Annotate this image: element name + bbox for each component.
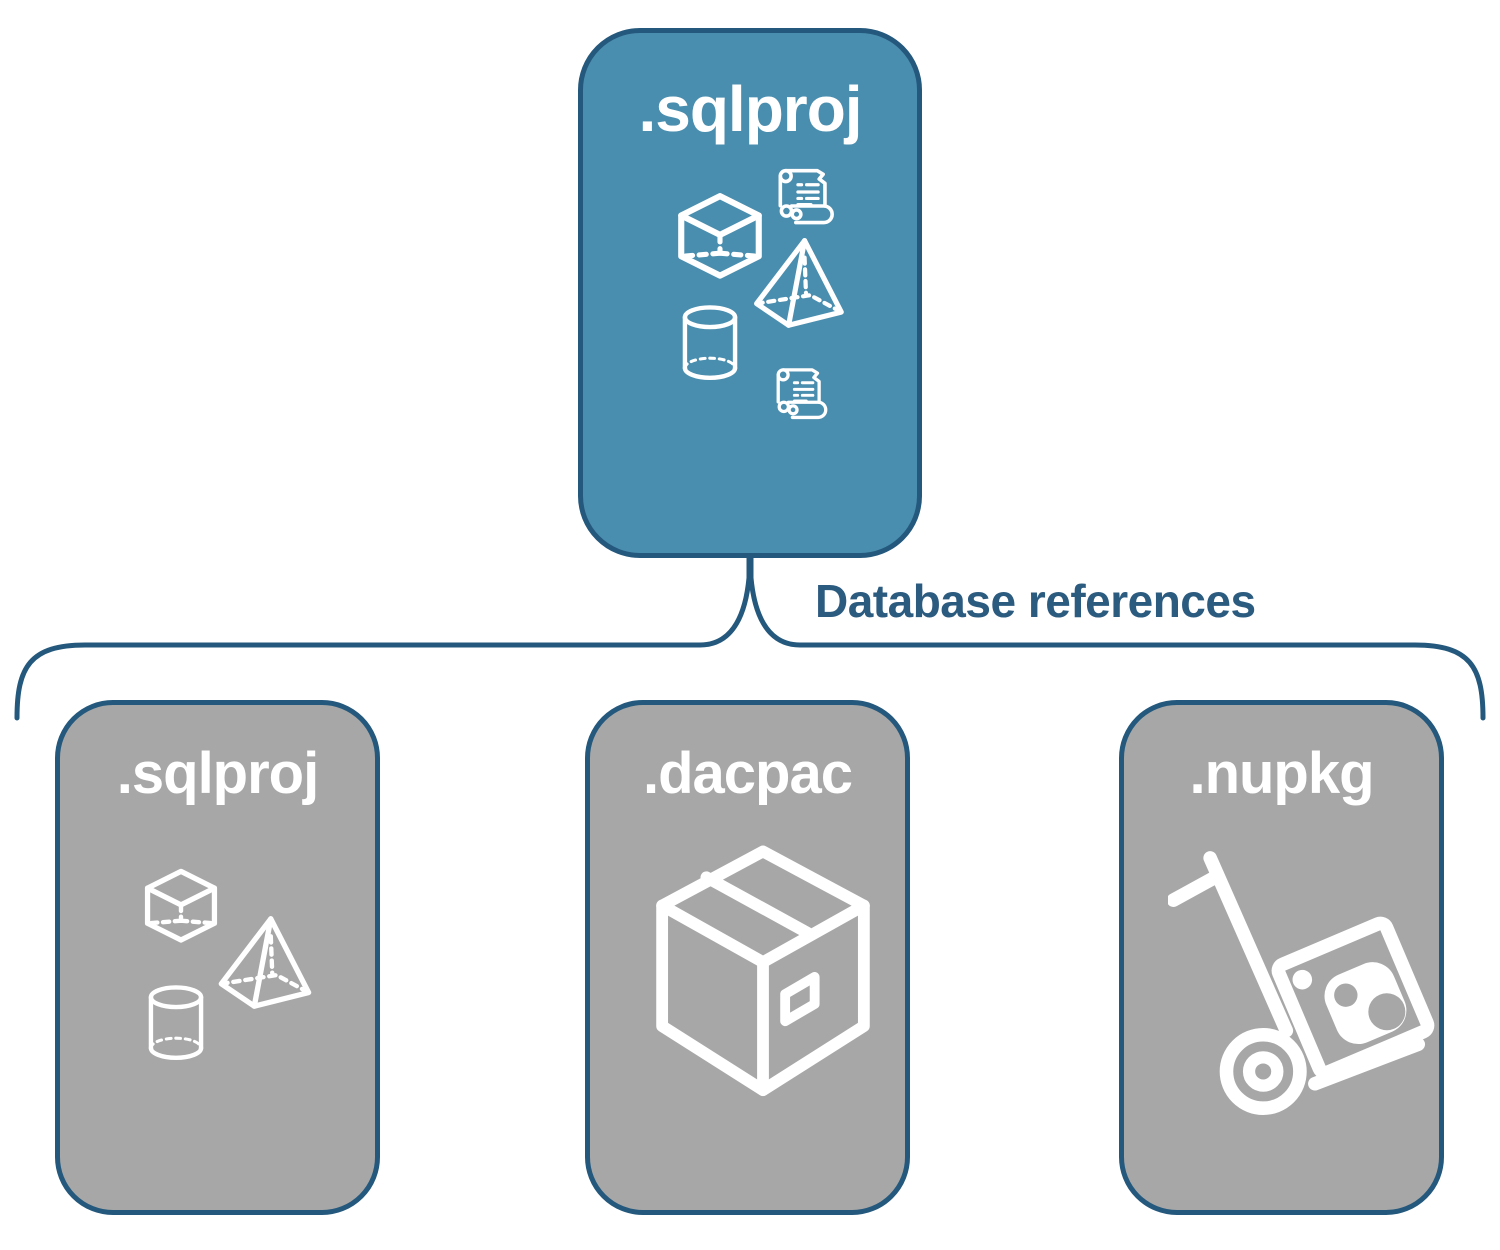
hand-truck-nuget-icon: [1168, 843, 1440, 1115]
scroll-icon: [766, 161, 840, 233]
cylinder-icon: [675, 303, 745, 387]
child-node-title: .dacpac: [643, 741, 853, 806]
child-node-nupkg: .nupkg: [1119, 700, 1444, 1215]
child-node-dacpac: .dacpac: [585, 700, 910, 1215]
root-node-sqlproj: .sqlproj: [578, 28, 922, 558]
brace-connector: [14, 555, 1486, 721]
package-box-icon: [640, 833, 886, 1111]
child-node-sqlproj: .sqlproj: [55, 700, 380, 1215]
root-node-title: .sqlproj: [638, 73, 862, 145]
child-node-title: .nupkg: [1189, 741, 1374, 806]
cylinder-icon: [140, 983, 212, 1067]
connector-label: Database references: [815, 575, 1256, 627]
pyramid-icon: [213, 913, 315, 1010]
scroll-icon: [765, 361, 833, 427]
child-node-title: .sqlproj: [116, 741, 319, 806]
pyramid-icon: [747, 235, 849, 329]
